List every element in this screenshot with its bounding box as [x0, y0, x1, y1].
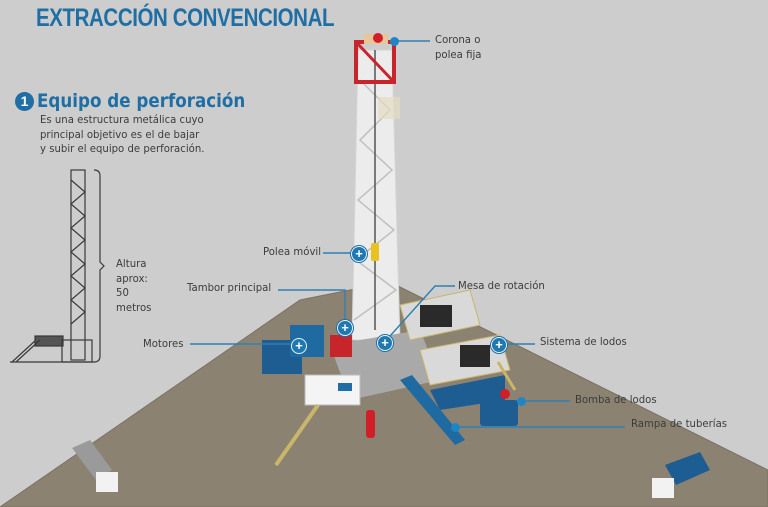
section-description: Es una estructura metálica cuyo principa…	[40, 113, 205, 155]
tambor-principal-plus-icon[interactable]: +	[337, 320, 353, 336]
section-number-badge: 1	[15, 92, 34, 111]
callout-rampa-tuberias: Rampa de tuberías	[631, 417, 728, 430]
tanker-truck	[652, 452, 710, 498]
polea-movil-plus-icon[interactable]: +	[351, 246, 367, 262]
motores-plus-icon[interactable]: +	[291, 338, 307, 354]
callout-polea-movil: Polea móvil	[263, 245, 322, 258]
rampa-tuberias-marker-icon[interactable]	[451, 423, 460, 432]
mesa-rotacion-plus-icon[interactable]: +	[377, 335, 393, 351]
section-title: Equipo de perforación	[37, 90, 246, 112]
callout-bomba-lodos: Bomba de lodos	[575, 393, 657, 406]
callout-leaders	[190, 40, 625, 428]
corona-marker-icon[interactable]	[390, 37, 399, 46]
ground-terrain	[0, 282, 768, 507]
callout-sistema-lodos: Sistema de lodos	[540, 335, 627, 348]
box-truck	[72, 440, 118, 492]
callout-corona: Corona o polea fija	[435, 33, 482, 61]
callout-mesa-rotacion: Mesa de rotación	[458, 279, 545, 292]
tower-schematic	[10, 169, 105, 363]
callout-motores: Motores	[143, 337, 184, 350]
height-note: Altura aprox: 50 metros	[116, 257, 152, 314]
bomba-lodos-marker-icon[interactable]	[517, 397, 526, 406]
callout-tambor-principal: Tambor principal	[187, 281, 272, 294]
page-title: EXTRACCIÓN CONVENCIONAL	[36, 4, 335, 32]
rig-floor-equipment	[262, 289, 518, 467]
sistema-lodos-plus-icon[interactable]: +	[491, 337, 507, 353]
main-derrick	[351, 33, 401, 341]
